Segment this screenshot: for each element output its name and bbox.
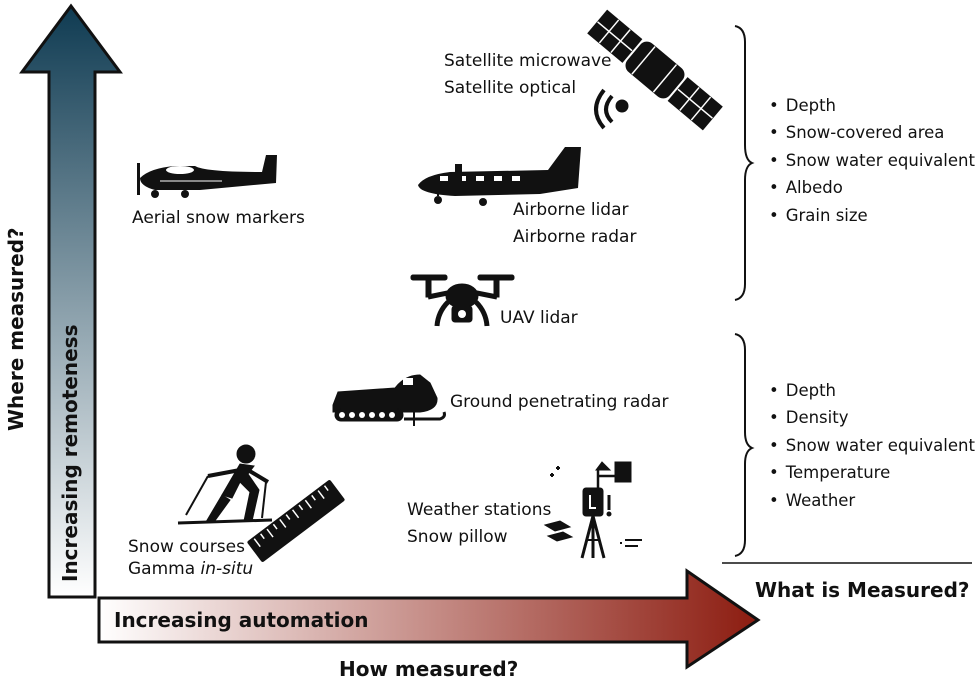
gamma-italic: in-situ bbox=[200, 559, 254, 579]
remote-measure-item: Snow-covered area bbox=[769, 119, 975, 146]
satellite-microwave-label: Satellite microwave bbox=[444, 51, 612, 71]
vertical-arrow bbox=[19, 3, 123, 599]
weather-station-icon bbox=[543, 461, 642, 559]
drone-icon bbox=[410, 274, 515, 327]
horizontal-axis-question: How measured? bbox=[339, 657, 519, 681]
weather-label: Weather stations Snow pillow bbox=[407, 497, 551, 551]
gamma-prefix: Gamma bbox=[128, 559, 201, 579]
satellite-icon bbox=[587, 9, 723, 131]
ground-measure-item: Weather bbox=[769, 487, 975, 514]
ground-measure-item: Snow water equivalent bbox=[769, 432, 975, 459]
small-airplane-icon bbox=[137, 155, 277, 198]
remote-measure-item: Depth bbox=[769, 92, 975, 119]
satellite-optical-label: Satellite optical bbox=[444, 78, 577, 98]
ruler-icon bbox=[247, 480, 345, 562]
vertical-axis-question: Where measured? bbox=[4, 227, 28, 431]
satellite-label: Satellite microwave Satellite optical bbox=[444, 48, 612, 102]
snowmobile-icon bbox=[332, 374, 446, 426]
what-measured-title: What is Measured? bbox=[755, 578, 970, 602]
airborne-radar-label: Airborne radar bbox=[513, 227, 637, 247]
remote-measure-item: Albedo bbox=[769, 174, 975, 201]
bracket-ground bbox=[734, 333, 755, 557]
remote-measure-item: Grain size bbox=[769, 202, 975, 229]
skier-icon bbox=[177, 444, 273, 525]
snow-pillow-label: Snow pillow bbox=[407, 527, 508, 547]
snow-courses-label: Snow courses Gamma in-situ bbox=[128, 536, 253, 580]
horizontal-arrow bbox=[97, 568, 761, 670]
gpr-label: Ground penetrating radar bbox=[450, 392, 669, 412]
remote-measure-item: Snow water equivalent bbox=[769, 147, 975, 174]
gamma-label: Gamma in-situ bbox=[128, 558, 253, 580]
twin-otter-airplane-icon bbox=[418, 147, 581, 206]
airborne-lidar-label: Airborne lidar bbox=[513, 200, 629, 220]
snow-courses-text: Snow courses bbox=[128, 537, 245, 557]
bracket-remote bbox=[734, 25, 755, 301]
horizontal-arrow-label: Increasing automation bbox=[114, 608, 369, 632]
ground-measure-item: Depth bbox=[769, 377, 975, 404]
ground-measures-list: Depth Density Snow water equivalent Temp… bbox=[769, 377, 975, 514]
aerial-markers-label: Aerial snow markers bbox=[132, 208, 305, 228]
remote-measures-list: Depth Snow-covered area Snow water equiv… bbox=[769, 92, 975, 229]
uav-label: UAV lidar bbox=[500, 308, 578, 328]
ground-measure-item: Temperature bbox=[769, 459, 975, 486]
ground-measure-item: Density bbox=[769, 404, 975, 431]
airborne-label: Airborne lidar Airborne radar bbox=[513, 197, 636, 251]
weather-stations-label: Weather stations bbox=[407, 500, 552, 520]
vertical-arrow-label: Increasing remoteness bbox=[58, 324, 82, 582]
